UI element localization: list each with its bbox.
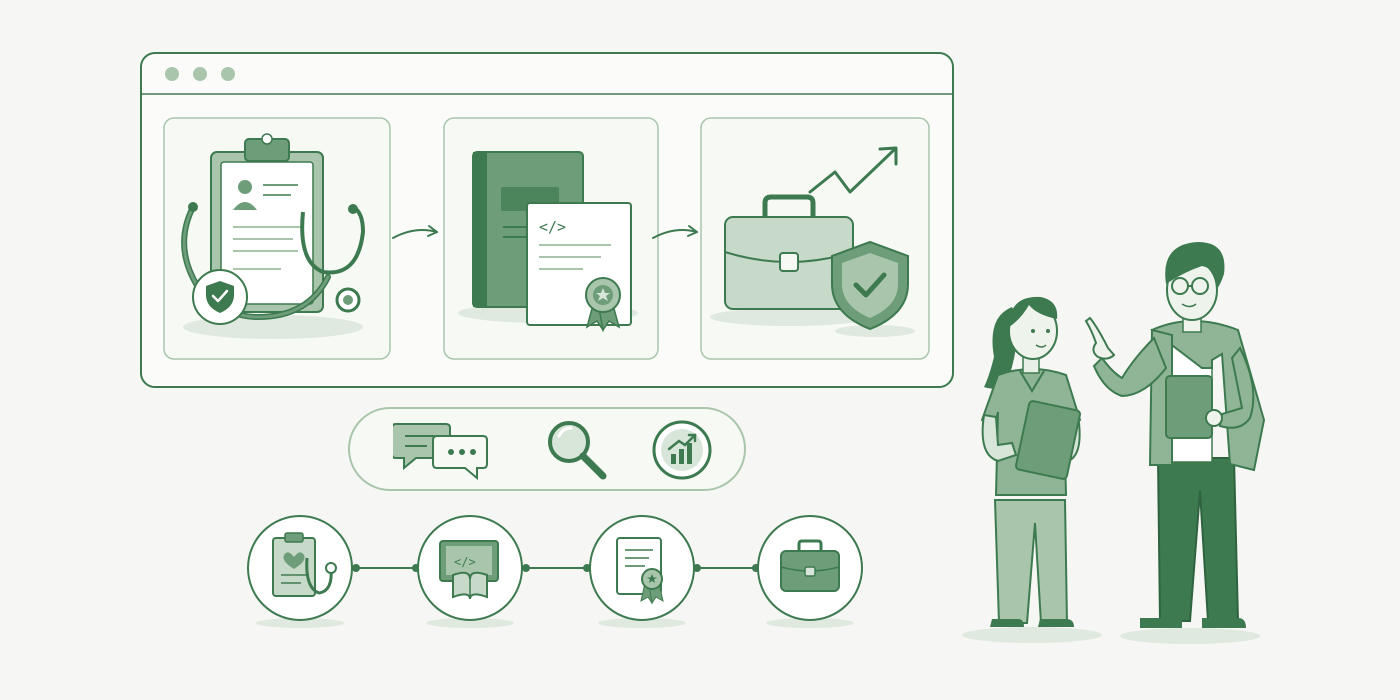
briefcase-shield-growth-icon [724,146,909,331]
man-illustration [1080,238,1280,646]
timeline-node-certificate[interactable] [587,513,697,631]
svg-text:</>: </> [454,555,476,569]
timeline-node-career[interactable] [755,513,865,631]
right-arrow-icon [390,220,442,246]
timeline-node-medical[interactable] [245,513,355,631]
chat-bubbles-icon[interactable] [393,420,491,480]
window-dot [221,67,235,81]
timeline-line [300,560,820,576]
step-panel-learning: </> [443,117,659,360]
laptop-book-icon: </> [439,540,499,600]
window-dot [165,67,179,81]
growth-chart-icon[interactable] [651,419,713,481]
svg-text:</>: </> [539,218,566,236]
window-dot [193,67,207,81]
nurse-illustration [960,285,1105,645]
briefcase-icon [780,539,840,592]
right-arrow-icon [650,220,702,246]
book-certificate-code-icon: </> [472,151,632,332]
medical-clipboard-stethoscope-icon [181,133,366,325]
clipboard-heart-stethoscope-icon [272,532,337,597]
step-panel-career [700,117,930,360]
magnifier-icon[interactable] [545,418,609,482]
certificate-icon [616,537,664,605]
timeline-node-learning[interactable]: </> [415,513,525,631]
step-panel-medical [163,117,391,360]
